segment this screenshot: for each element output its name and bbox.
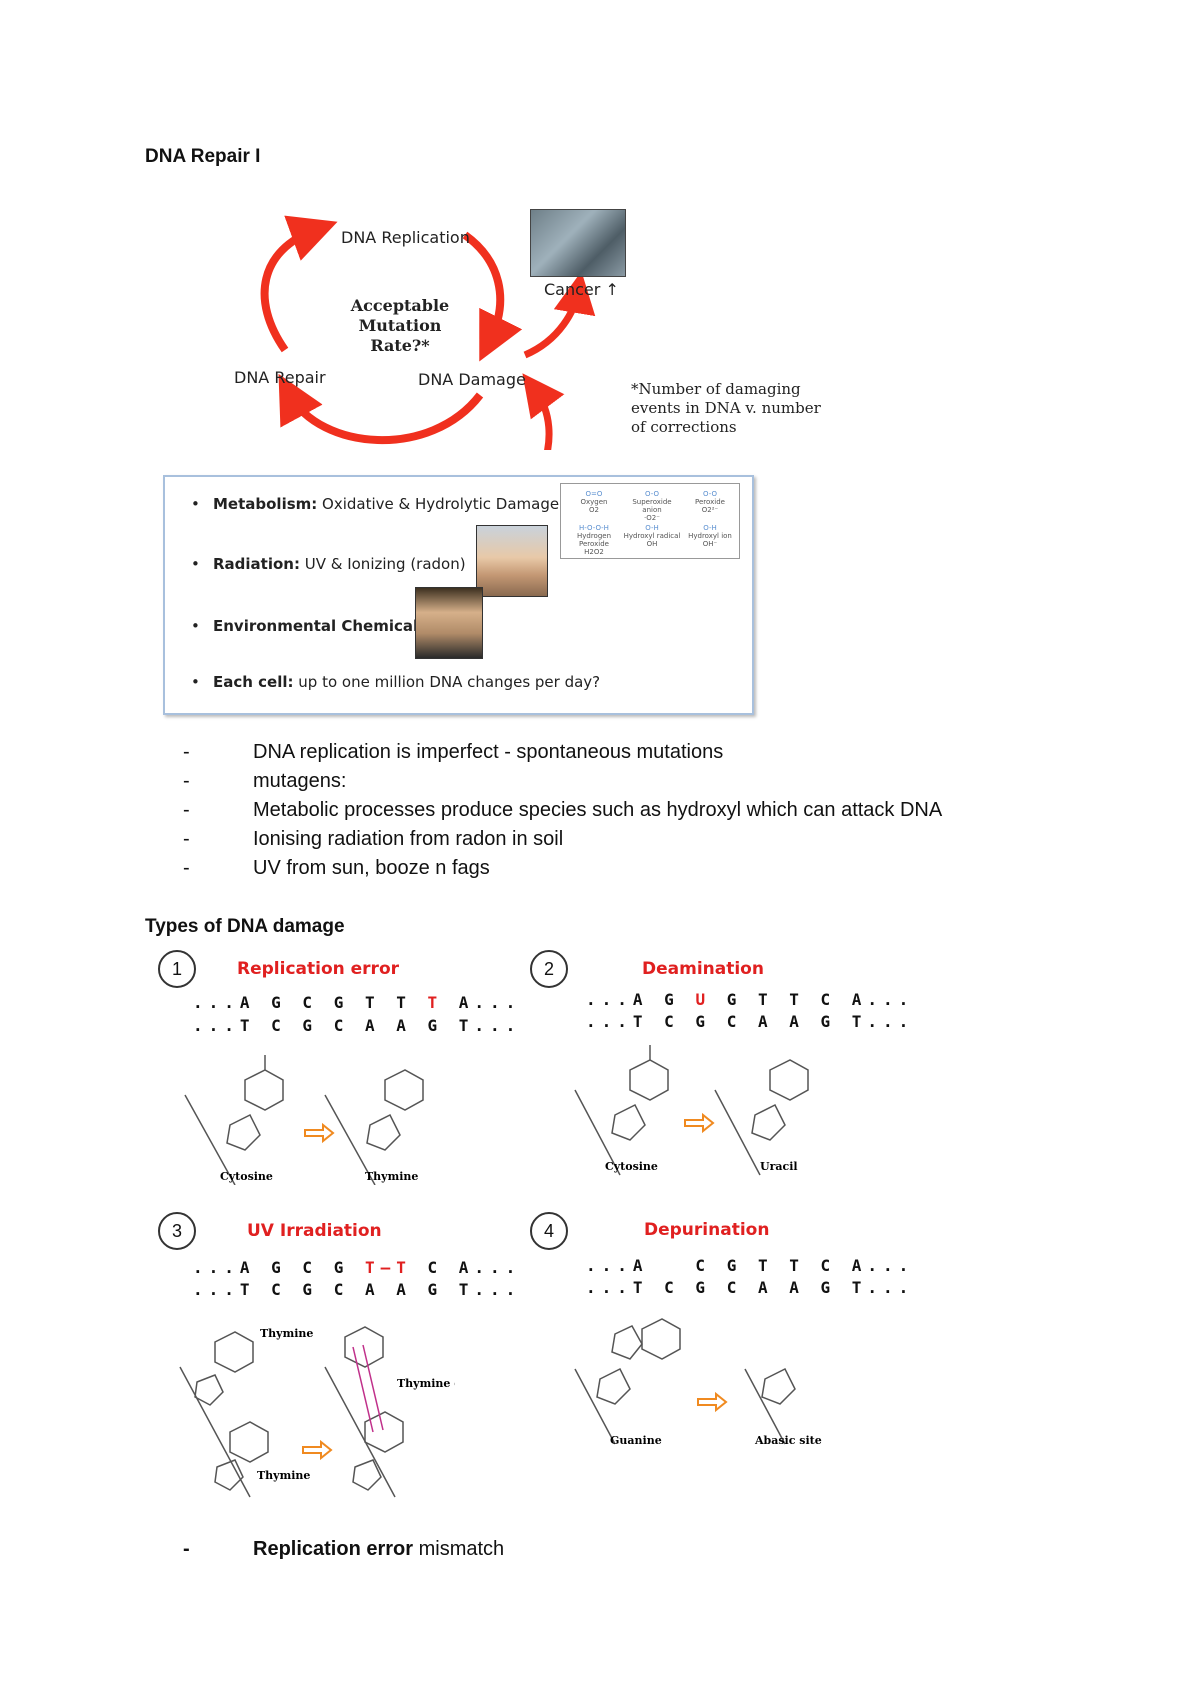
page-title: DNA Repair I <box>145 146 261 167</box>
label-cytosine: Cytosine <box>605 1160 658 1173</box>
label-thymine-dimer: Thymine dimer <box>397 1377 455 1390</box>
arrow-replication-to-damage <box>462 231 523 362</box>
cycle-footnote: *Number of damaging events in DNA v. num… <box>631 380 821 436</box>
source-environmental: •Environmental Chemicals <box>191 617 428 635</box>
panel-number: 4 <box>530 1212 568 1250</box>
final-bullet: -Replication error mismatch <box>183 1538 505 1560</box>
sequence-top: ...A G U G T T C A... <box>586 990 915 1009</box>
note-item: -Ionising radiation from radon in soil <box>183 828 564 850</box>
dna-cycle-diagram: DNA Replication DNA Repair DNA Damage Ac… <box>210 200 850 450</box>
panel-deamination: 2 Deamination ...A G U G T T C A... ...T… <box>530 950 908 1190</box>
arrow-repair-to-replication <box>260 215 338 353</box>
damage-sources-box: •Metabolism: Oxidative & Hydrolytic Dama… <box>163 475 754 715</box>
label-abasic-site: Abasic site <box>754 1434 822 1447</box>
label-uracil: Uracil <box>760 1160 798 1173</box>
note-item: -Metabolic processes produce species suc… <box>183 799 943 821</box>
sequence-top: ...A C G T T C A... <box>586 1256 915 1275</box>
label-guanine: Guanine <box>610 1434 662 1447</box>
label-thymine-bottom: Thymine <box>257 1469 310 1482</box>
note-item: -UV from sun, booze n fags <box>183 857 490 879</box>
label-thymine-top: Thymine <box>260 1327 313 1340</box>
right-arrow-icon <box>304 1122 335 1144</box>
arrow-damage-to-repair <box>278 373 484 444</box>
panel-number: 2 <box>530 950 568 988</box>
cycle-arrows <box>260 215 596 450</box>
label-dna-damage: DNA Damage <box>418 370 526 389</box>
label-cytosine: Cytosine <box>220 1170 273 1183</box>
sunbather-photo <box>476 525 548 597</box>
note-item: -DNA replication is imperfect - spontane… <box>183 741 724 763</box>
panel-uv-irradiation: 3 UV Irradiation ...A G C G T–T C A... .… <box>155 1212 515 1512</box>
source-each-cell: •Each cell: up to one million DNA change… <box>191 673 601 691</box>
right-arrow-icon <box>302 1439 333 1461</box>
sequence-bottom: ...T C G C A A G T... <box>193 1280 522 1299</box>
label-thymine: Thymine <box>365 1170 418 1183</box>
up-arrow-icon: ↑ <box>605 280 619 299</box>
sequence-top: ...A G C G T–T C A... <box>193 1258 522 1277</box>
thymine-dimer-structures: Thymine Thymine Thymine dimer <box>179 1326 455 1498</box>
right-arrow-icon <box>697 1391 728 1413</box>
cancer-cells-image <box>530 209 626 277</box>
sequence-bottom: ...T C G C A A G T... <box>586 1278 915 1297</box>
arrow-damage-to-cancer <box>523 271 596 359</box>
sequence-bottom: ...T C G C A A G T... <box>586 1012 915 1031</box>
guanine-to-abasic-structures: Guanine Abasic site <box>574 1318 822 1447</box>
panel-replication-error: 1 Replication error ...A G C G T T T A..… <box>155 950 515 1190</box>
panel-number: 1 <box>158 950 196 988</box>
panel-title: Depurination <box>644 1220 770 1240</box>
cytosine-to-uracil-structures: Cytosine Uracil <box>574 1045 809 1176</box>
source-metabolism: •Metabolism: Oxidative & Hydrolytic Dama… <box>191 495 560 513</box>
cytosine-to-thymine-structures: Cytosine Thymine <box>184 1055 424 1185</box>
panel-title: Deamination <box>642 959 764 979</box>
types-heading: Types of DNA damage <box>145 916 345 937</box>
notes-list: -DNA replication is imperfect - spontane… <box>183 738 1083 883</box>
panel-number: 3 <box>158 1212 196 1250</box>
right-arrow-icon <box>684 1112 715 1134</box>
smoker-photo <box>415 587 483 659</box>
note-item: -mutagens: <box>183 770 347 792</box>
acceptable-mutation-rate: Acceptable Mutation Rate?* <box>350 296 450 355</box>
sequence-bottom: ...T C G C A A G T... <box>193 1016 522 1035</box>
source-radiation: •Radiation: UV & Ionizing (radon) <box>191 555 466 573</box>
panel-depurination: 4 Depurination ...A C G T T C A... ...T … <box>530 1212 908 1452</box>
panel-title: UV Irradiation <box>247 1221 382 1241</box>
sequence-top: ...A G C G T T T A... <box>193 993 522 1012</box>
label-dna-repair: DNA Repair <box>234 368 326 387</box>
label-dna-replication: DNA Replication <box>341 228 470 247</box>
panel-title: Replication error <box>237 959 400 979</box>
arrow-sources-to-damage <box>522 373 565 450</box>
label-cancer: Cancer ↑ <box>544 280 619 299</box>
